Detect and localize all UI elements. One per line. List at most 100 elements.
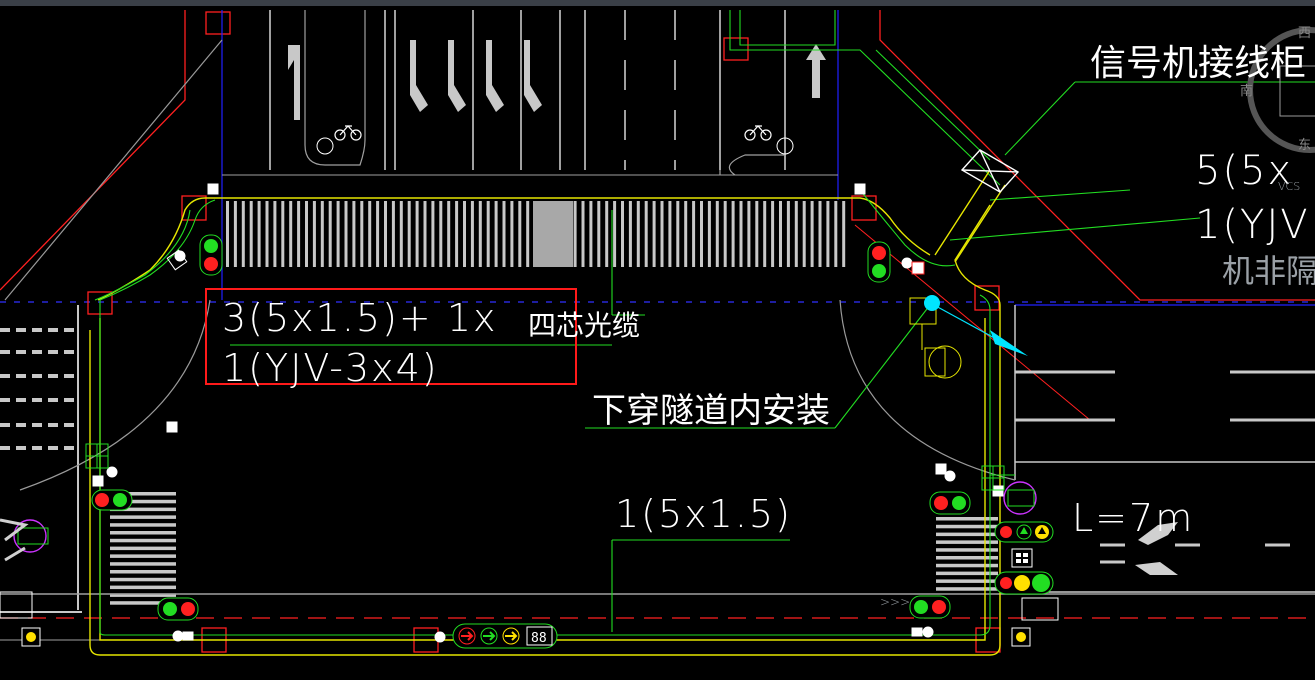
- zebra-stripe: [305, 201, 308, 267]
- zebra-stripe: [731, 201, 735, 267]
- zebra-stripe: [110, 593, 176, 597]
- zebra-stripe: [273, 201, 277, 267]
- zebra-stripe: [360, 201, 364, 267]
- highlight-box: [205, 288, 577, 385]
- zebra-stripe: [763, 201, 767, 267]
- zebra-stripe: [794, 201, 798, 267]
- zebra-stripe: [110, 546, 176, 551]
- zebra-stripe: [707, 201, 711, 267]
- zebra-stripe: [660, 201, 664, 267]
- zebra-stripe: [581, 201, 585, 267]
- countdown-dots-east: [1016, 553, 1028, 563]
- handholes: [85, 443, 1005, 491]
- zebra-stripe: [233, 201, 237, 267]
- zebra-stripe: [810, 201, 814, 267]
- signal-head-w[interactable]: [91, 489, 133, 511]
- zebra-stripe: [747, 201, 751, 267]
- zebra-stripe: [336, 201, 340, 267]
- road-boundary-lines: [0, 10, 1315, 653]
- zebra-stripe: [684, 201, 688, 267]
- zebra-stripe: [628, 201, 632, 267]
- zebra-stripe: [936, 524, 998, 529]
- zebra-stripe: [463, 201, 466, 267]
- zebra-stripe: [297, 201, 301, 267]
- zebra-stripe: [613, 201, 617, 267]
- compass-west: 西: [1298, 26, 1312, 41]
- length-label: L=7m: [1072, 496, 1195, 540]
- crosswalk-gap: [533, 201, 573, 267]
- crosswalk-west: [110, 492, 176, 605]
- zebra-stripe: [739, 201, 743, 267]
- zebra-stripe: [328, 201, 332, 267]
- camera-icon[interactable]: [909, 295, 1028, 379]
- arrow-signal-east[interactable]: [994, 521, 1054, 543]
- zebra-stripe: [110, 531, 176, 535]
- zebra-stripe: [692, 201, 696, 267]
- zebra-stripe: [779, 201, 782, 267]
- zebra-stripe: [110, 515, 176, 519]
- pedestrian-button-ne: [911, 261, 925, 275]
- zebra-stripe: [936, 563, 998, 568]
- zebra-stripe: [478, 201, 482, 267]
- tunnel-conduit: [934, 149, 1020, 263]
- zebra-stripe: [352, 201, 356, 267]
- signal-head-se[interactable]: [909, 595, 951, 619]
- vehicle-signal-east[interactable]: [994, 571, 1054, 595]
- zebra-stripe: [802, 201, 806, 267]
- right-note: 机非隔: [1222, 252, 1315, 290]
- equipment-box-west: [0, 591, 33, 619]
- zebra-stripe: [518, 201, 522, 267]
- zebra-stripe: [110, 507, 176, 512]
- zebra-stripe: [589, 201, 593, 267]
- intersection-drawing[interactable]: 88: [0, 6, 1315, 680]
- zebra-stripe: [368, 201, 372, 267]
- zebra-stripe: [415, 201, 419, 267]
- zebra-stripe: [818, 201, 822, 267]
- zebra-stripe: [431, 201, 435, 267]
- zebra-stripe: [936, 556, 998, 560]
- zebra-stripe: [510, 201, 514, 267]
- signal-head-ne[interactable]: [867, 241, 891, 283]
- zebra-stripe: [447, 201, 451, 267]
- arrow-signal-south[interactable]: [452, 623, 558, 649]
- zebra-stripe: [494, 201, 498, 267]
- zebra-stripe: [257, 201, 261, 267]
- zebra-stripe: [376, 201, 380, 267]
- zebra-stripe: [110, 499, 176, 504]
- window-top-bar: [0, 0, 1315, 6]
- zebra-stripe: [423, 201, 427, 267]
- signal-poles: [21, 183, 1031, 647]
- cable-annotation-line2: 1(YJV-3x4): [222, 346, 439, 390]
- zebra-stripe: [110, 570, 176, 574]
- zebra-stripe: [755, 201, 759, 267]
- east-lanes: [1014, 305, 1315, 593]
- right-cable-line2: 1(YJV: [1195, 202, 1310, 248]
- cabinet-label: 信号机接线柜: [1090, 43, 1307, 84]
- zebra-stripe: [936, 540, 998, 544]
- pedestrian-button-nw: [166, 249, 188, 271]
- zebra-stripe: [110, 601, 176, 605]
- compass-south: 南: [1240, 84, 1254, 99]
- west-lanes: [0, 305, 82, 613]
- cable-annotation-line1-suffix: 四芯光缆: [528, 309, 641, 342]
- signal-head-nw[interactable]: [199, 234, 223, 276]
- zebra-stripe: [597, 201, 601, 267]
- bicycle-icon: [334, 125, 772, 141]
- signal-cable-routes: [94, 10, 1315, 636]
- compass-east: 东: [1298, 138, 1312, 153]
- zebra-stripe: [715, 201, 719, 267]
- signal-cabinet-outline: [1279, 65, 1315, 117]
- east-turn-arrows: [1135, 522, 1178, 575]
- zebra-stripe: [936, 571, 998, 576]
- zebra-stripe: [110, 538, 176, 543]
- turning-radii: [4, 39, 1016, 491]
- signal-head-sw[interactable]: [157, 597, 199, 621]
- zebra-stripe: [826, 201, 830, 267]
- zebra-stripe: [439, 201, 443, 267]
- right-cable-line1: 5(5x: [1195, 148, 1294, 194]
- signal-head-e[interactable]: [929, 491, 971, 515]
- zebra-stripe: [470, 201, 474, 267]
- zebra-stripe: [676, 201, 680, 267]
- zebra-stripe: [384, 201, 387, 267]
- arrow-marker: >>>: [880, 595, 911, 609]
